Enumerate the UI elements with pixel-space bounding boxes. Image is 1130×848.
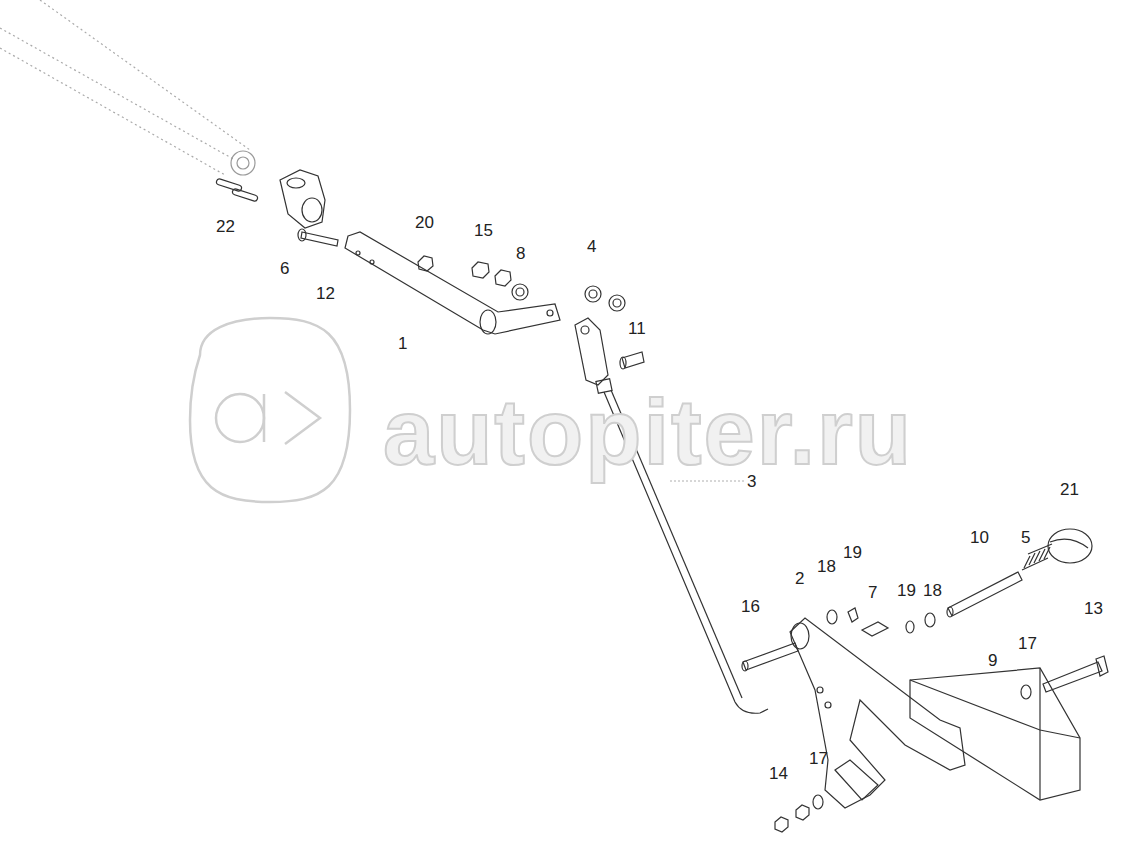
callout-number: 6 (280, 260, 289, 277)
callout-number: 18 (817, 558, 836, 575)
pin (743, 643, 798, 670)
callout-number: 19 (843, 544, 862, 561)
callout-number: 2 (795, 570, 804, 587)
callout-number: 5 (1021, 529, 1030, 546)
watermark: autopiter.ru (383, 386, 913, 478)
callout-number: 10 (970, 529, 989, 546)
spring (1022, 544, 1052, 570)
callout-number: 12 (316, 285, 335, 302)
callout-number: 1 (398, 335, 407, 352)
callout-number: 7 (868, 584, 877, 601)
pedal-pad (910, 668, 1080, 800)
clevis (575, 318, 608, 385)
pins (216, 178, 259, 202)
nut (418, 256, 433, 271)
pin (948, 572, 1022, 616)
callout-number: 13 (1084, 600, 1103, 617)
callout-number: 8 (516, 245, 525, 262)
callout-number: 4 (587, 238, 596, 255)
callout-number: 20 (415, 214, 434, 231)
bracket-plate (862, 622, 888, 636)
pedal-lever (790, 618, 965, 808)
shaft (0, 0, 250, 175)
callout-number: 9 (988, 652, 997, 669)
watermark-logo (190, 318, 350, 502)
nut (775, 817, 788, 832)
callout-number: 14 (769, 765, 788, 782)
nut (472, 262, 489, 278)
knob (1048, 529, 1092, 563)
bolt (1043, 662, 1102, 692)
callout-number: 22 (216, 218, 235, 235)
callout-number: 16 (741, 598, 760, 615)
callout-number: 21 (1060, 481, 1079, 498)
callout-number: 17 (1018, 635, 1037, 652)
lever-hub (280, 170, 325, 228)
lever-arm (345, 232, 560, 334)
callout-number: 18 (923, 582, 942, 599)
callout-number: 15 (474, 222, 493, 239)
callout-number: 19 (897, 582, 916, 599)
callout-number: 11 (628, 320, 646, 337)
callout-number: 17 (809, 750, 828, 767)
